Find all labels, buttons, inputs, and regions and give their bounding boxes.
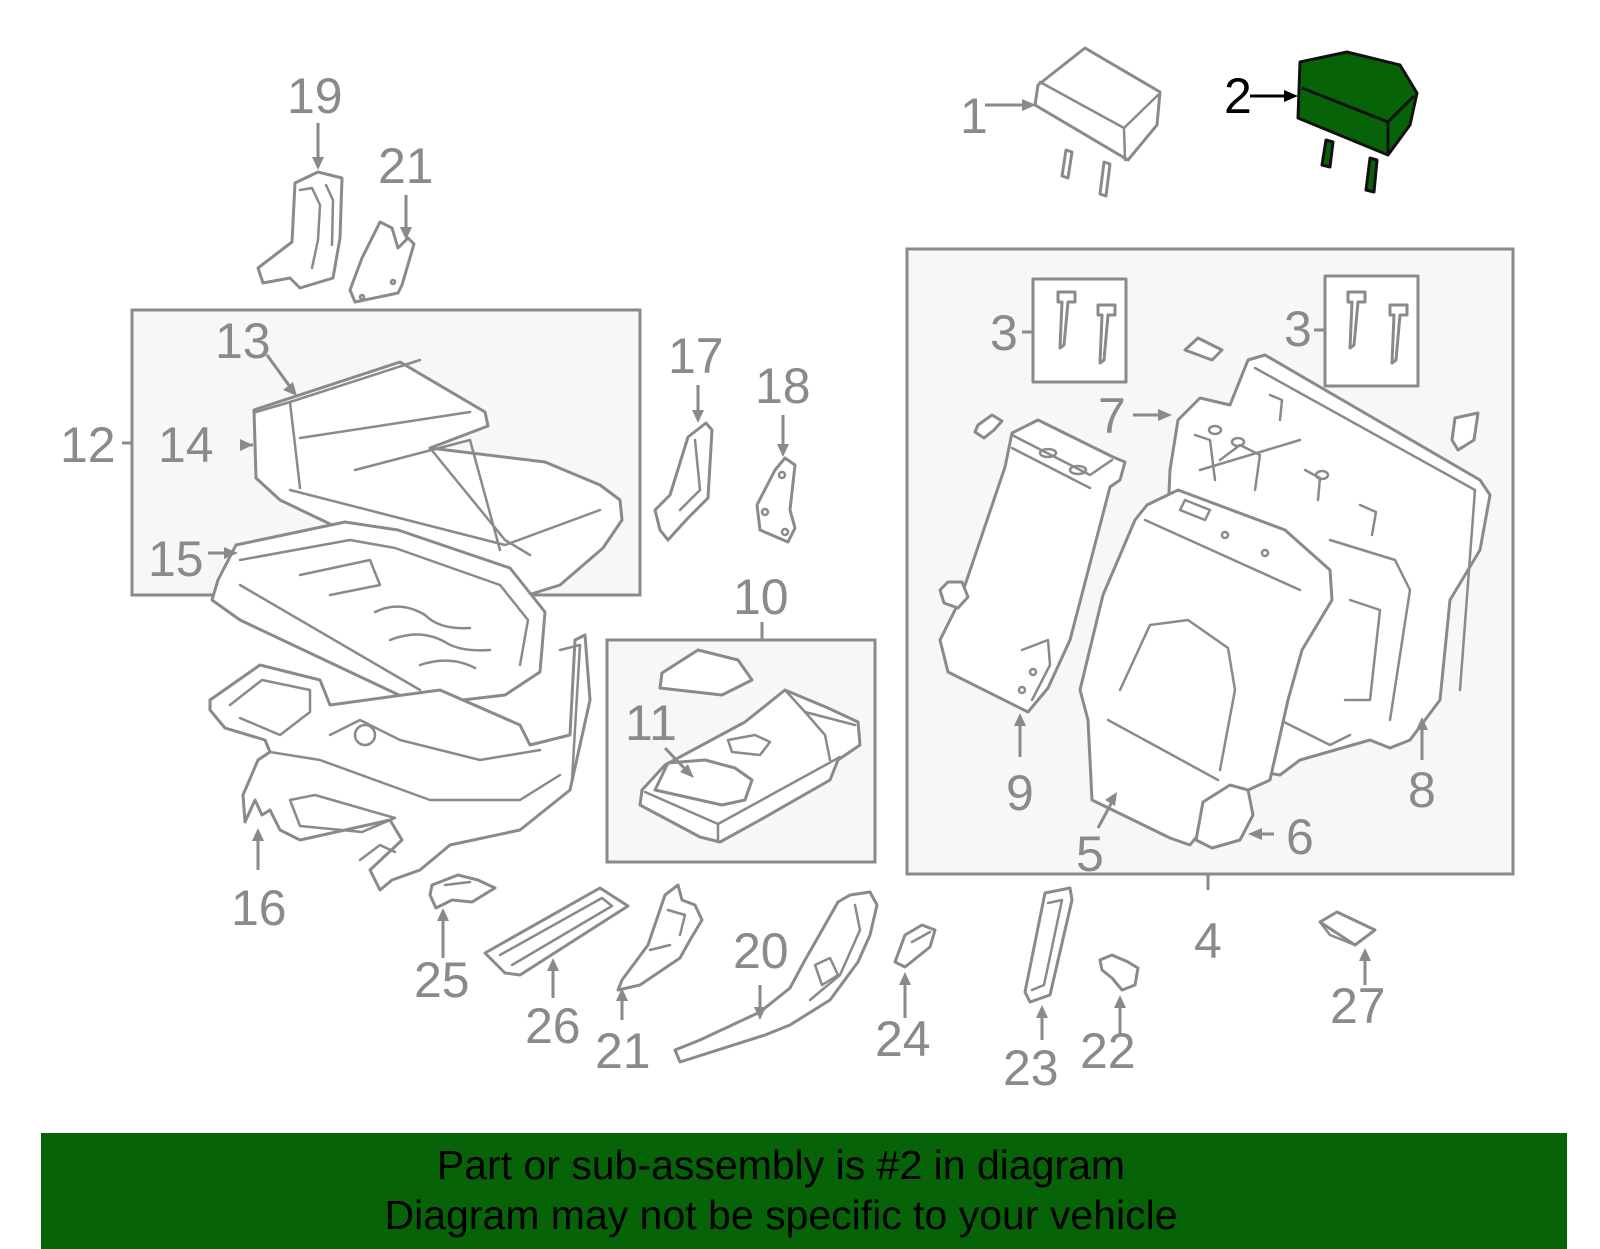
group-box-3-right — [1323, 274, 1420, 388]
banner-line-2: Diagram may not be specific to your vehi… — [384, 1192, 1178, 1238]
clip-part-22[interactable] — [1098, 953, 1140, 992]
bracket-part-21-bottom[interactable] — [616, 883, 704, 992]
bolts-part-3-right[interactable] — [1346, 290, 1409, 365]
callout-7: 7 — [1098, 388, 1126, 444]
trim-strip-part-23[interactable] — [1023, 886, 1074, 1004]
clip-part-25[interactable] — [428, 873, 497, 910]
callout-5: 5 — [1076, 826, 1104, 882]
seat-trim-part-6[interactable] — [1194, 783, 1255, 850]
side-cover-part-20[interactable] — [673, 890, 879, 1064]
bracket-part-17[interactable] — [653, 421, 714, 542]
callout-15: 15 — [148, 531, 204, 587]
callout-11: 11 — [625, 695, 677, 751]
callout-16: 16 — [231, 880, 287, 936]
callout-3-left: 3 — [990, 305, 1018, 361]
group-box-3-left — [1031, 277, 1128, 384]
callout-25: 25 — [414, 952, 470, 1008]
callout-10: 10 — [733, 569, 789, 625]
headrest-part-2-highlighted[interactable] — [1296, 50, 1419, 194]
callout-3-right: 3 — [1284, 301, 1312, 357]
seat-cushion-part-13[interactable] — [252, 358, 624, 602]
callout-24: 24 — [875, 1011, 931, 1067]
pad-part-27[interactable] — [1318, 910, 1377, 947]
callout-27: 27 — [1330, 978, 1386, 1034]
callout-19: 19 — [287, 68, 343, 124]
callout-22: 22 — [1080, 1023, 1136, 1079]
trim-panel-part-9[interactable] — [938, 413, 1127, 714]
callout-6: 6 — [1286, 809, 1314, 865]
callout-21-bottom: 21 — [595, 1023, 651, 1079]
info-banner: Part or sub-assembly is #2 in diagram Di… — [41, 1133, 1567, 1249]
callout-26: 26 — [525, 998, 581, 1054]
callout-17: 17 — [668, 328, 724, 384]
callout-18: 18 — [755, 358, 811, 414]
armrest-part-10[interactable] — [638, 648, 862, 844]
callout-1: 1 — [960, 88, 988, 144]
callout-4: 4 — [1194, 913, 1222, 969]
callout-9: 9 — [1006, 765, 1034, 821]
callout-21-top: 21 — [378, 138, 434, 194]
seat-frame-part-16[interactable] — [208, 633, 592, 892]
callout-2: 2 — [1224, 68, 1252, 124]
bracket-part-18[interactable] — [755, 456, 797, 544]
callout-12: 12 — [60, 417, 116, 473]
trim-strip-part-26[interactable] — [483, 886, 630, 977]
clip-part-24[interactable] — [893, 923, 937, 969]
callout-14: 14 — [158, 417, 214, 473]
banner-line-1: Part or sub-assembly is #2 in diagram — [436, 1142, 1126, 1188]
callout-23: 23 — [1003, 1040, 1059, 1096]
callout-20: 20 — [733, 923, 789, 979]
callout-8: 8 — [1408, 762, 1436, 818]
bracket-part-21-top[interactable] — [348, 220, 416, 304]
seat-pad-part-15[interactable] — [210, 520, 547, 707]
callout-13: 13 — [215, 313, 271, 369]
bolts-part-3-left[interactable] — [1056, 290, 1117, 365]
headrest-part-1[interactable] — [1033, 46, 1162, 198]
bracket-part-19[interactable] — [256, 170, 344, 290]
